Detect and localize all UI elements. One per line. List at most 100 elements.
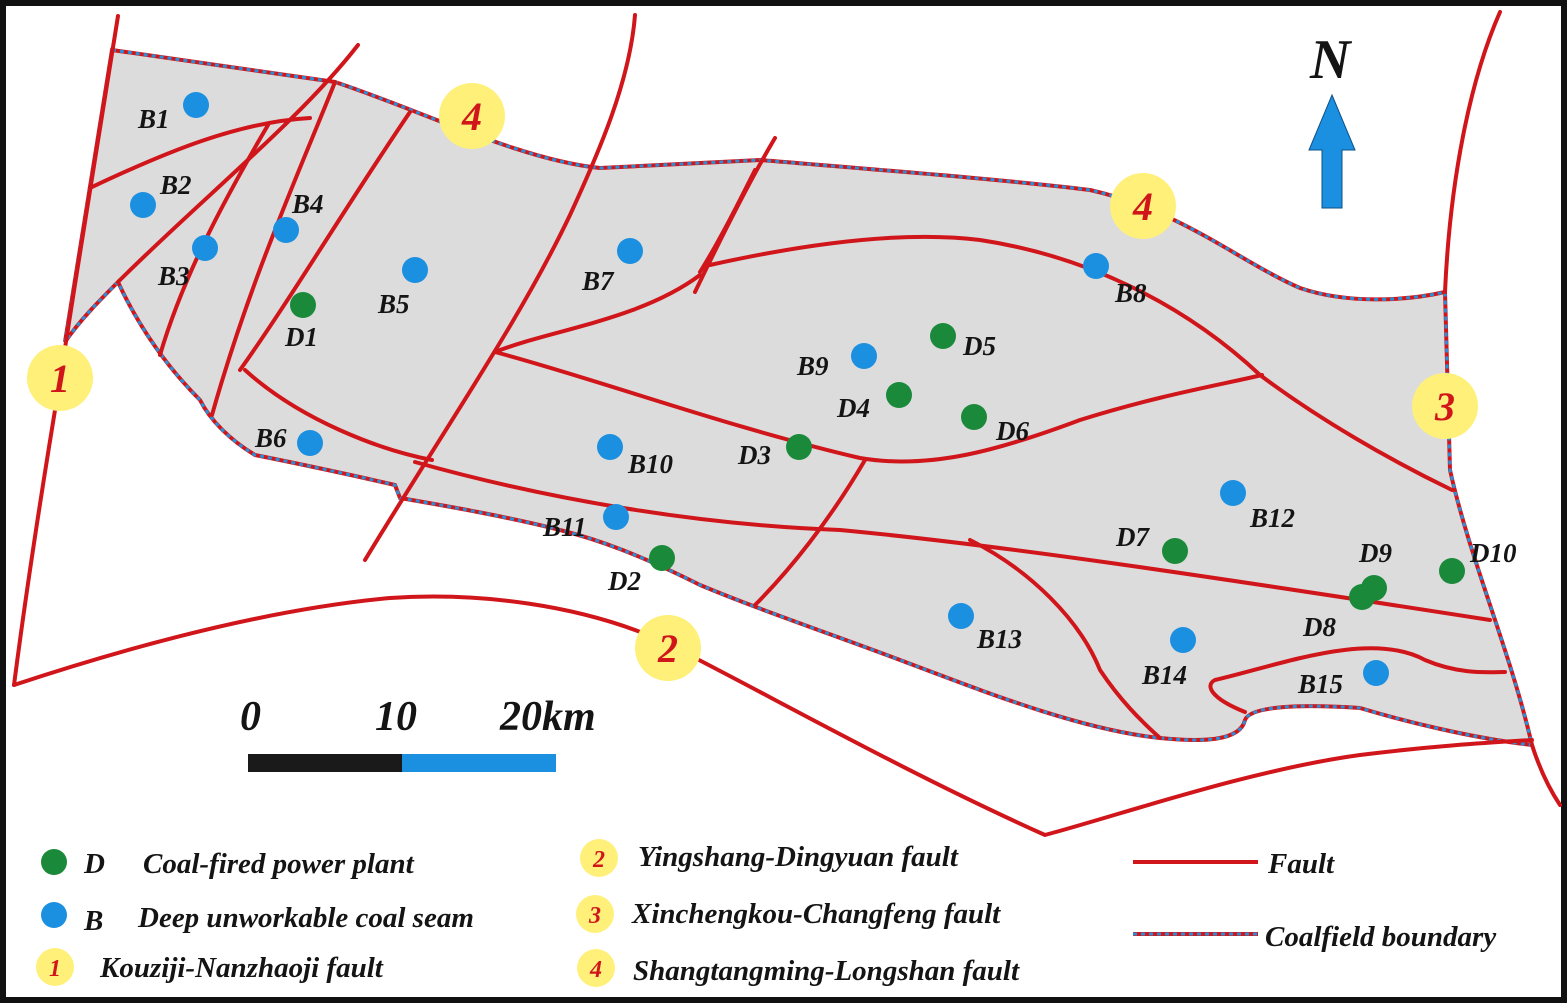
legend-fault-4-num: 4 — [589, 957, 602, 983]
badge-circle — [439, 83, 505, 149]
map-point-b12: B12 — [1220, 480, 1295, 533]
badge-number: 4 — [1132, 184, 1153, 229]
legend-fault-4-label: Shangtangming-Longshan fault — [633, 955, 1020, 987]
legend-fault-4: 4 Shangtangming-Longshan fault — [577, 949, 1020, 987]
point-label: B14 — [1141, 660, 1187, 690]
point-label: B12 — [1249, 503, 1295, 533]
map-point-b3: B3 — [157, 235, 218, 291]
fault-line — [12, 594, 1534, 838]
fault-badge-icon — [576, 895, 614, 933]
map-point-d6: D6 — [961, 404, 1029, 446]
badge-circle — [1110, 173, 1176, 239]
legend-fault-3: 3 Xinchengkou-Changfeng fault — [576, 895, 1001, 933]
point-label: B9 — [796, 351, 829, 381]
point-label: B6 — [254, 423, 287, 453]
map-point-d7: D7 — [1115, 522, 1188, 564]
scale-tick-10: 10 — [375, 694, 417, 740]
point-label: D7 — [1115, 522, 1150, 552]
map-point-d3: D3 — [737, 434, 812, 470]
coal-seam-marker — [851, 343, 877, 369]
legend-fault-2-num: 2 — [592, 847, 605, 873]
legend-fault-1-num: 1 — [49, 956, 61, 982]
power-plant-marker — [649, 545, 675, 571]
coal-seam-marker — [402, 257, 428, 283]
fault-line — [158, 123, 270, 357]
power-plant-marker — [786, 434, 812, 460]
fault-badges: 1 2 3 4 4 — [27, 83, 1478, 681]
fault-badge-icon — [580, 839, 618, 877]
legend-coal-seam-code: B — [83, 905, 103, 937]
legend-fault-3-label: Xinchengkou-Changfeng fault — [631, 898, 1001, 930]
fault-line — [1530, 743, 1562, 807]
badge-number: 1 — [50, 356, 70, 401]
point-label: B5 — [377, 289, 410, 319]
coal-seam-marker — [192, 235, 218, 261]
legend-power-plant: D Coal-fired power plant — [41, 848, 415, 880]
legend-coal-seam-label: Deep unworkable coal seam — [137, 902, 474, 934]
power-plant-marker — [290, 292, 316, 318]
coal-seam-marker — [1170, 627, 1196, 653]
coal-seam-marker — [603, 504, 629, 530]
fault-line — [493, 350, 1264, 464]
map-point-d10: D10 — [1439, 538, 1517, 584]
fault-badge-2: 2 — [635, 615, 701, 681]
scale-tick-0: 0 — [240, 694, 261, 740]
power-plant-marker — [886, 382, 912, 408]
map-point-b14: B14 — [1141, 627, 1196, 690]
map-point-b4: B4 — [273, 189, 324, 243]
fault-badge-icon — [577, 949, 615, 987]
point-label: B3 — [157, 261, 190, 291]
fault-badge-4-west: 4 — [439, 83, 505, 149]
point-label: B13 — [976, 624, 1022, 654]
power-plant-marker — [1439, 558, 1465, 584]
map-point-d4: D4 — [836, 382, 912, 423]
map-point-b13: B13 — [948, 603, 1022, 654]
map-point-b9: B9 — [796, 343, 877, 381]
power-plant-marker — [930, 323, 956, 349]
badge-number: 3 — [1434, 384, 1455, 429]
scale-bar-blue-segment — [402, 754, 556, 772]
point-label: B8 — [1114, 278, 1147, 308]
fault-line — [243, 368, 434, 462]
point-label: D10 — [1469, 538, 1517, 568]
point-label: D8 — [1302, 612, 1336, 642]
map-point-d5: D5 — [930, 323, 996, 361]
legend-fault-2: 2 Yingshang-Dingyuan fault — [580, 839, 959, 877]
legend-fault-3-num: 3 — [588, 903, 601, 929]
fault-badge-icon — [36, 948, 74, 986]
map-point-b2: B2 — [130, 170, 192, 218]
fault-badge-1: 1 — [27, 345, 93, 411]
point-label: B10 — [627, 449, 674, 479]
point-label: D6 — [995, 416, 1029, 446]
point-label: D4 — [836, 393, 870, 423]
map-point-b1: B1 — [137, 92, 209, 134]
legend-boundary-line: Coalfield boundary — [1133, 921, 1496, 953]
point-label: B7 — [581, 266, 615, 296]
legend-fault-1: 1 Kouziji-Nanzhaoji fault — [36, 948, 384, 986]
map-point-b5: B5 — [377, 257, 428, 319]
map-point-b6: B6 — [254, 423, 323, 456]
point-label: B11 — [542, 512, 587, 542]
map-point-d2: D2 — [607, 545, 675, 596]
fault-line — [238, 110, 412, 372]
fault-line — [493, 273, 702, 354]
legend: D Coal-fired power plant B Deep unworkab… — [36, 839, 1496, 987]
legend-power-plant-code: D — [83, 848, 105, 880]
fault-badge-4-east: 4 — [1110, 173, 1176, 239]
legend-fault-1-label: Kouziji-Nanzhaoji fault — [99, 952, 384, 984]
fault-line — [363, 13, 637, 562]
point-label: B4 — [291, 189, 324, 219]
point-label: D3 — [737, 440, 771, 470]
power-plant-marker-icon — [41, 849, 67, 875]
legend-fault-line-label: Fault — [1267, 848, 1335, 880]
fault-line — [968, 538, 1162, 740]
map-point-b11: B11 — [542, 504, 629, 542]
coalfield-boundary-dash — [63, 48, 1534, 747]
badge-circle — [1412, 373, 1478, 439]
legend-coal-seam: B Deep unworkable coal seam — [41, 902, 474, 937]
fault-line — [698, 168, 757, 274]
map-point-b7: B7 — [581, 238, 643, 296]
coal-seam-marker — [1083, 253, 1109, 279]
